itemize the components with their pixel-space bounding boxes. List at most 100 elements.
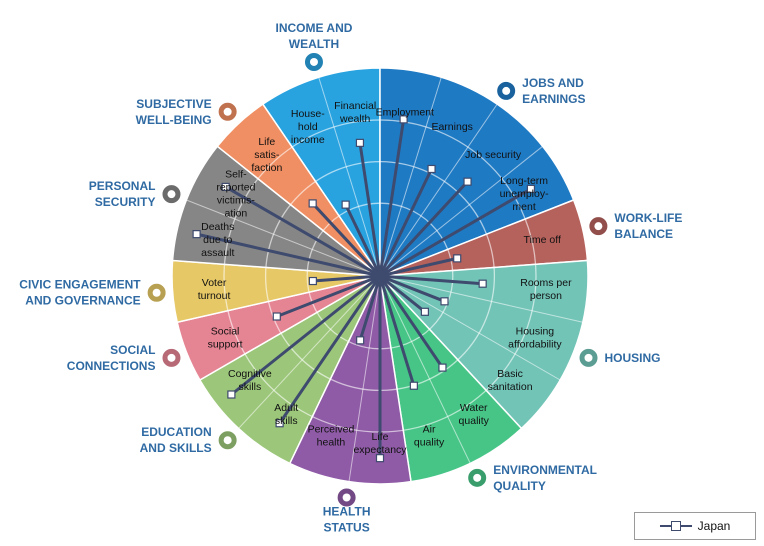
runner-icon-glyph: [167, 190, 176, 199]
dimension-housing[interactable]: HOUSING: [577, 346, 661, 369]
bar-education-1: [229, 274, 382, 397]
marker-security-1[interactable]: [221, 182, 230, 191]
indicator-label-jobs-2: Job security: [465, 149, 522, 161]
bar-security-0: [195, 232, 382, 278]
indicator-separator: [379, 145, 543, 277]
bar-income-0: [344, 203, 382, 278]
marker-jobs-0[interactable]: [399, 115, 408, 124]
indicator-bars: [195, 117, 533, 460]
center-hub: [374, 270, 386, 282]
bar-jobs-2: [378, 180, 470, 278]
indicator-separator: [379, 275, 561, 381]
legend: Japan: [634, 512, 756, 540]
bar-jobs-0: [378, 117, 406, 278]
marker-housing-2[interactable]: [420, 307, 429, 316]
envelope-icon-glyph: [152, 288, 161, 297]
indicator-separator: [379, 259, 588, 277]
bar-social-0: [275, 274, 382, 319]
cross-icon-glyph: [342, 493, 351, 502]
marker-jobs-3[interactable]: [526, 184, 535, 193]
indicator-separator: [379, 275, 471, 464]
indicator-separator: [238, 275, 381, 429]
marker-health-0[interactable]: [375, 454, 385, 463]
money-icon-glyph: [309, 57, 318, 66]
marker-education-0[interactable]: [275, 419, 284, 428]
people-icon-glyph: [167, 353, 176, 362]
indicator-label-worklife-0: Time off: [524, 234, 561, 246]
marker-wellbeing-0[interactable]: [308, 199, 317, 208]
bar-housing-2: [378, 274, 427, 314]
indicator-separator: [262, 103, 381, 277]
bar-environment-0: [378, 274, 444, 370]
bar-wellbeing-0: [311, 201, 382, 278]
marker-housing-0[interactable]: [478, 279, 487, 288]
briefcase-icon-glyph: [502, 86, 511, 95]
indicator-separator: [186, 199, 381, 277]
bar-housing-0: [378, 274, 485, 286]
marker-income-0[interactable]: [341, 200, 350, 209]
indicator-separator: [379, 77, 442, 277]
marker-education-1[interactable]: [227, 390, 236, 399]
book-icon-glyph: [223, 436, 232, 445]
bar-education-0: [278, 274, 382, 425]
bar-civic-0: [311, 274, 382, 283]
marker-environment-0[interactable]: [438, 363, 447, 372]
indicator-separator: [379, 275, 522, 429]
marker-social-0[interactable]: [272, 312, 281, 321]
indicator-label-jobs-1: Earnings: [431, 121, 472, 133]
indicator-separator: [379, 199, 574, 277]
marker-worklife-0[interactable]: [453, 254, 462, 263]
marker-jobs-1[interactable]: [427, 164, 436, 174]
marker-civic-0[interactable]: [308, 276, 317, 286]
indicator-markers: [192, 115, 535, 463]
marker-security-0[interactable]: [192, 230, 201, 239]
tree-icon-glyph: [473, 473, 482, 482]
marker-income-1[interactable]: [355, 138, 365, 147]
bar-environment-1: [378, 274, 416, 388]
marker-environment-1[interactable]: [409, 381, 418, 390]
marker-housing-1[interactable]: [440, 297, 449, 306]
indicator-separator: [289, 275, 381, 464]
marker-jobs-2[interactable]: [463, 177, 472, 186]
legend-marker-icon: [659, 521, 692, 531]
indicator-separator: [172, 259, 381, 277]
bar-worklife-0: [378, 256, 459, 278]
bar-jobs-1: [378, 167, 434, 278]
dimension-label-housing: HOUSING: [605, 351, 661, 365]
indicator-label-jobs-0: Employment: [376, 106, 434, 118]
marker-health-1[interactable]: [356, 336, 365, 345]
